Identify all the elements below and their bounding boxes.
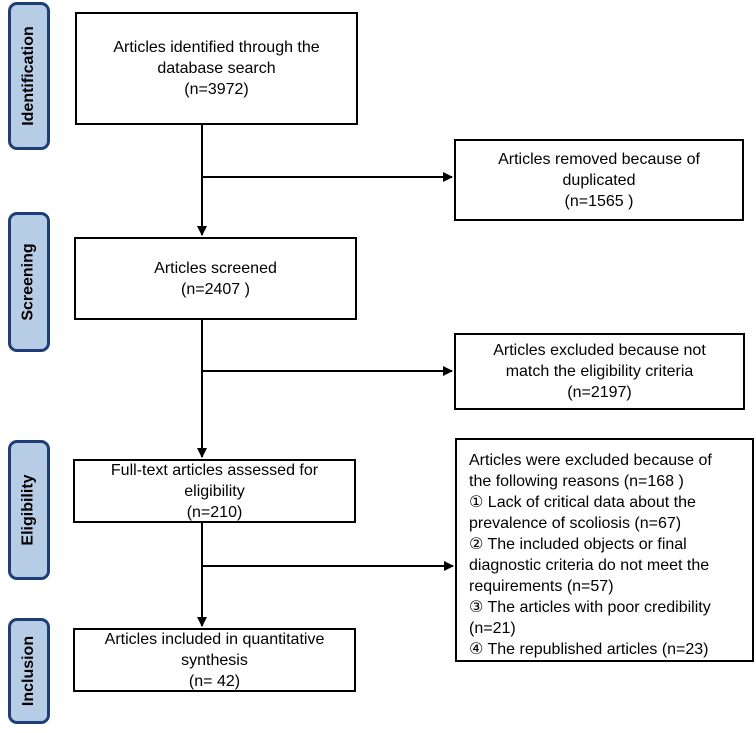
box-removed-duplicates: Articles removed because of duplicated (… — [454, 139, 744, 221]
box-screened: Articles screened (n=2407 ) — [74, 237, 357, 320]
reason-line: ④ The republished articles (n=23) — [469, 641, 709, 658]
reason-line: diagnostic criteria do not meet the — [469, 557, 710, 574]
reason-line: ① Lack of critical data about the — [469, 494, 696, 511]
reasons-header: the following reasons (n=168 ) — [469, 473, 684, 490]
box-count: (n=1565 ) — [564, 192, 634, 210]
reason-line: prevalence of scoliosis (n=67) — [469, 515, 682, 532]
stage-identification: Identification — [8, 2, 50, 150]
box-text: match the eligibility criteria — [505, 363, 694, 380]
reason-line: ② The included objects or final — [469, 536, 687, 553]
stage-inclusion: Inclusion — [8, 618, 50, 724]
box-text: Articles identified through the — [113, 39, 320, 56]
box-text: database search — [157, 60, 276, 77]
reason-line: ③ The articles with poor credibility — [469, 599, 711, 616]
box-text: Articles excluded because not — [493, 342, 706, 359]
box-count: (n=2407 ) — [181, 280, 250, 298]
stage-eligibility: Eligibility — [8, 440, 50, 580]
box-count: (n=3972) — [184, 81, 249, 98]
box-identified: Articles identified through the database… — [75, 12, 358, 125]
box-text: duplicated — [562, 171, 636, 189]
box-text: eligibility — [184, 482, 245, 500]
reason-line: requirements (n=57) — [469, 578, 614, 595]
box-text: Articles removed because of — [498, 150, 700, 168]
box-text: synthesis — [181, 651, 248, 669]
stage-screening: Screening — [8, 212, 50, 352]
box-count: (n= 42) — [188, 672, 241, 690]
box-count: (n=210) — [186, 503, 243, 521]
reasons-header: Articles were excluded because of — [469, 452, 712, 469]
box-count: (n=2197) — [567, 384, 632, 401]
box-fulltext: Full-text articles assessed for eligibil… — [73, 459, 356, 523]
box-text: Articles screened — [154, 259, 277, 277]
reason-line: (n=21) — [469, 620, 516, 637]
box-excluded-reasons: Articles were excluded because of the fo… — [455, 438, 754, 662]
box-excluded-criteria: Articles excluded because not match the … — [454, 333, 745, 410]
box-text: Articles included in quantitative — [104, 630, 325, 648]
box-text: Full-text articles assessed for — [110, 461, 319, 479]
box-included: Articles included in quantitative synthe… — [73, 628, 356, 692]
